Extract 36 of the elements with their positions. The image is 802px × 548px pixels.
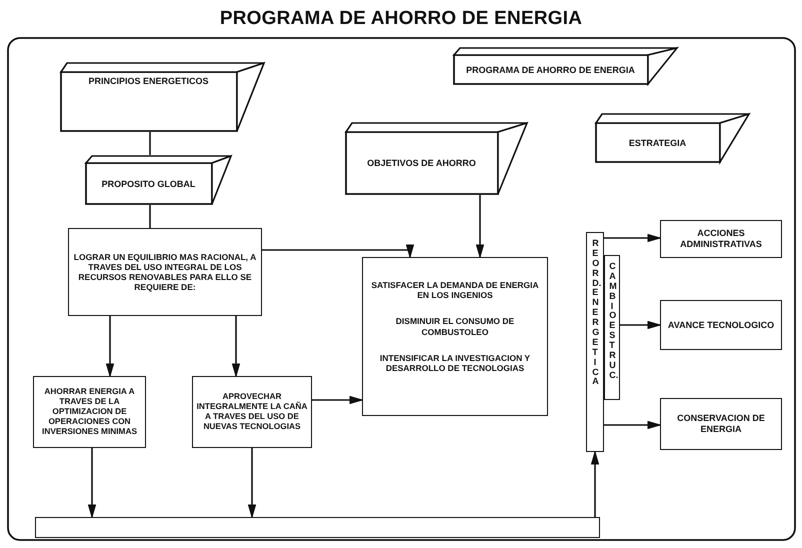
- process-box: [192, 376, 312, 448]
- connector-arrow: [604, 421, 660, 429]
- connector-arrow: [262, 244, 414, 258]
- box-label: AVANCE TECNOLOGICO: [666, 320, 776, 330]
- connector-arrow: [476, 195, 484, 258]
- box-label: APROVECHAR INTEGRALMENTE LA CAÑA A TRAVES DEL USO DE NUEVAS TECNOLOGIAS: [196, 392, 308, 432]
- box-label: OBJETIVOS DE AHORRO: [366, 158, 477, 169]
- process-box: [362, 257, 548, 416]
- box-label: PRINCIPIOS ENERGETICOS: [87, 76, 210, 87]
- box-label: PROGRAMA DE AHORRO DE ENERGIA: [465, 64, 636, 76]
- connector-arrow: [312, 396, 362, 404]
- process-box: [33, 376, 146, 448]
- connector-arrow: [620, 321, 660, 329]
- connector-arrow: [232, 316, 240, 376]
- box-label: LOGRAR UN EQUILIBRIO MAS RACIONAL, A TRAVES DEL USO INTEGRAL DE LOS RECURSOS RENOVABLES PARA ELLO SE REQUIERE DE:: [72, 252, 258, 292]
- box-label: ACCIONES ADMINISTRATIVAS: [679, 228, 763, 250]
- box-label: INTENSIFICAR LA INVESTIGACION Y DESARROLLO DE TECNOLOGIAS: [378, 352, 532, 374]
- box-label: ESTRATEGIA: [628, 138, 688, 148]
- process-box: [660, 300, 782, 350]
- bar: [35, 517, 600, 538]
- connector-arrow: [591, 452, 599, 517]
- process-box: [68, 228, 262, 316]
- diagram-title: PROGRAMA DE AHORRO DE ENERGIA: [218, 8, 584, 30]
- box-label: CONSERVACION DE ENERGIA: [676, 413, 766, 435]
- box-label: DISMINUIR EL CONSUMO DE COMBUSTOLEO: [394, 316, 516, 337]
- connector-arrow: [248, 448, 256, 518]
- box-label: SATISFACER LA DEMANDA DE ENERGIA EN LOS INGENIOS: [370, 280, 540, 300]
- process-box: [660, 398, 782, 450]
- process-box: [660, 220, 782, 258]
- connector-arrow: [106, 316, 114, 376]
- vertical-bar: [604, 255, 620, 400]
- box-label: AHORRAR ENERGIA A TRAVES DE LA OPTIMIZACION DE OPERACIONES CON INVERSIONES MINIMAS: [41, 387, 138, 437]
- vertical-bar: [586, 232, 604, 452]
- connector-arrow: [88, 448, 96, 518]
- connector-arrow: [604, 234, 660, 242]
- box-label: PROPOSITO GLOBAL: [100, 178, 196, 190]
